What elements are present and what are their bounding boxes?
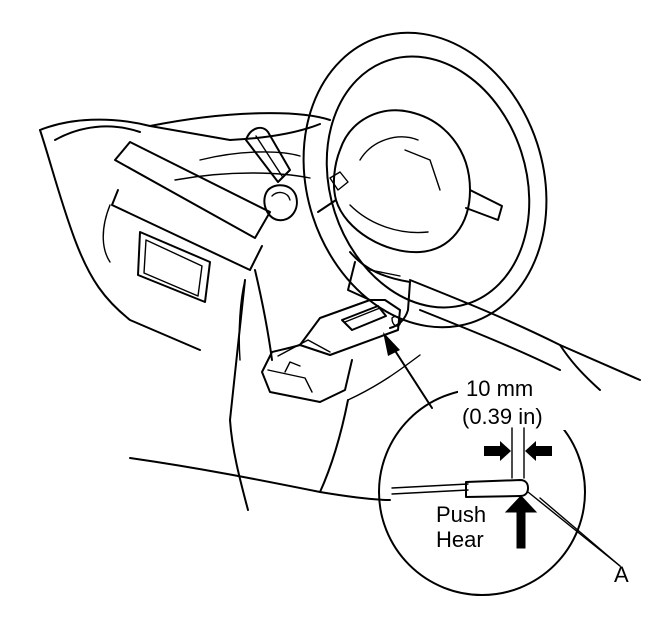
dimension-in-label: (0.39 in) [462, 404, 543, 429]
dashboard [39, 112, 641, 511]
push-arrow [504, 495, 538, 549]
turn-signal-stalk [245, 126, 298, 222]
part-label-a: A [614, 562, 629, 587]
dimension-arrow-right [484, 441, 511, 461]
push-label: Push [436, 502, 486, 527]
hear-label: Hear [436, 527, 484, 552]
location-arrow [383, 332, 433, 409]
dimension-arrow-left [525, 441, 552, 461]
switch-plunger [465, 479, 529, 498]
dimension-mm-label: 10 mm [466, 376, 533, 401]
lower-column-cover [261, 299, 402, 403]
detail-view: 10 mm (0.39 in) Push Hear [378, 374, 621, 596]
steering-wheel [302, 31, 548, 329]
